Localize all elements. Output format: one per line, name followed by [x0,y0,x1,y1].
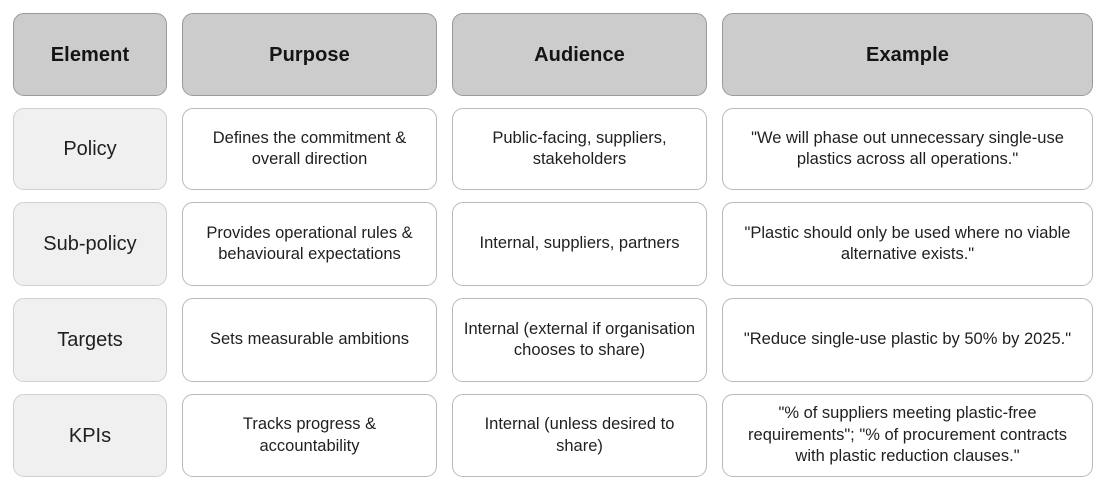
row-audience-text: Internal (unless desired to share) [484,415,675,455]
column-header-purpose-label: Purpose [269,43,350,66]
column-header-audience: Audience [452,13,707,96]
row-example-text: "Reduce single-use plastic by 50% by 202… [743,330,1072,349]
row-element-label: Targets [57,329,123,351]
row-purpose-text: Tracks progress & accountability [242,415,377,455]
row-element-label: Policy [63,138,117,160]
table-row-element-cell: Targets [13,298,167,382]
row-example-text: "We will phase out unnecessary single-us… [751,128,1064,168]
table-row-audience-cell: Internal, suppliers, partners [452,202,707,286]
row-audience-text: Public-facing, suppliers, stakeholders [492,128,667,168]
table-row-example-cell: "We will phase out unnecessary single-us… [722,108,1093,190]
column-header-audience-label: Audience [534,43,625,66]
table-row-purpose-cell: Provides operational rules & behavioural… [182,202,437,286]
table-row-example-cell: "Reduce single-use plastic by 50% by 202… [722,298,1093,382]
table-row-element-cell: KPIs [13,394,167,477]
table-row-purpose-cell: Defines the commitment & overall directi… [182,108,437,190]
row-element-label: Sub-policy [43,233,137,255]
table-row-example-cell: "% of suppliers meeting plastic-free req… [722,394,1093,477]
column-header-example-label: Example [866,43,949,66]
row-example-text: "Plastic should only be used where no vi… [744,223,1071,263]
column-header-purpose: Purpose [182,13,437,96]
table-row-audience-cell: Internal (unless desired to share) [452,394,707,477]
row-element-label: KPIs [68,424,112,447]
table-row-audience-cell: Public-facing, suppliers, stakeholders [452,108,707,190]
row-example-text: "% of suppliers meeting plastic-free req… [748,404,1067,466]
table-row-purpose-cell: Tracks progress & accountability [182,394,437,477]
row-purpose-text: Defines the commitment & overall directi… [212,128,407,168]
row-audience-text: Internal, suppliers, partners [479,234,680,253]
table-row-purpose-cell: Sets measurable ambitions [182,298,437,382]
table-row-audience-cell: Internal (external if organisation choos… [452,298,707,382]
table-row-element-cell: Sub-policy [13,202,167,286]
table-row-example-cell: "Plastic should only be used where no vi… [722,202,1093,286]
column-header-element: Element [13,13,167,96]
table-grid: Element Purpose Audience Example Policy … [13,13,1093,479]
table-row-element-cell: Policy [13,108,167,190]
column-header-example: Example [722,13,1093,96]
row-audience-text: Internal (external if organisation choos… [463,319,696,359]
column-header-element-label: Element [50,43,130,66]
row-purpose-text: Sets measurable ambitions [209,330,409,349]
row-purpose-text: Provides operational rules & behavioural… [206,223,413,263]
